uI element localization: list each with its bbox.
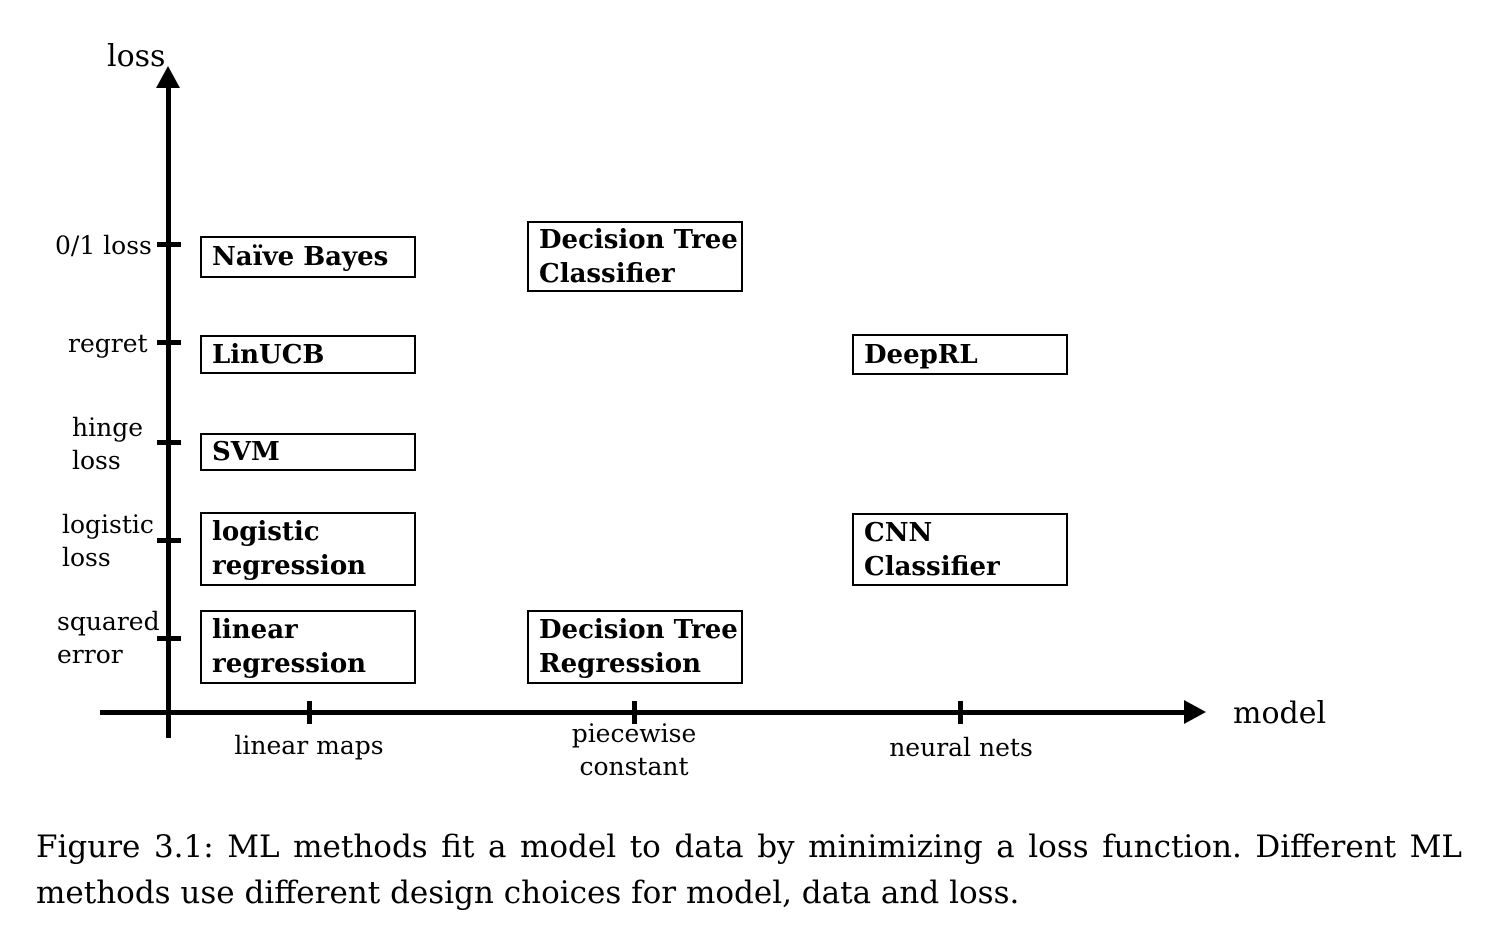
y-tick-label-hinge-loss: hinge loss: [72, 411, 143, 477]
tick-label-line: hinge: [72, 413, 143, 442]
x-tick-mark: [307, 701, 312, 724]
tick-label-line: piecewise: [571, 719, 697, 748]
method-box-label-line: Naïve Bayes: [212, 242, 389, 272]
method-box-label-line: SVM: [212, 437, 280, 467]
tick-label-line: 0/1 loss: [55, 231, 152, 260]
y-axis-title: loss: [107, 39, 166, 74]
y-tick-mark: [157, 242, 181, 247]
tick-label-line: logistic: [62, 510, 154, 539]
method-box-label-line: regression: [212, 649, 367, 679]
figure-caption: Figure 3.1: ML methods fit a model to da…: [36, 824, 1462, 916]
method-box-label-line: Decision Tree: [539, 224, 738, 255]
y-tick-label-01-loss: 0/1 loss: [55, 229, 152, 262]
y-tick-mark: [157, 636, 181, 641]
tick-label-line: constant: [579, 752, 689, 781]
figure-caption-line: methods use different design choices for…: [36, 875, 1020, 911]
tick-label-line: error: [57, 640, 123, 669]
method-box-naive-bayes: Naïve Bayes: [200, 236, 416, 278]
method-box-label-line: Classifier: [864, 551, 1000, 582]
method-box-label-line: linear: [212, 615, 298, 645]
method-box-label-line: Regression: [539, 649, 701, 679]
method-box-linear-regression: linear regression: [200, 610, 416, 684]
y-tick-label-squared-error: squared error: [57, 605, 160, 671]
tick-label-line: regret: [68, 329, 148, 358]
y-tick-mark: [157, 538, 181, 543]
x-tick-label-linear-maps: linear maps: [159, 729, 459, 762]
tick-label-line: loss: [72, 446, 121, 475]
y-tick-mark: [157, 440, 181, 445]
method-box-linucb: LinUCB: [200, 335, 416, 374]
method-box-label-line: CNN: [864, 517, 933, 548]
method-box-label-line: logistic: [212, 517, 320, 547]
x-axis-title: model: [1233, 696, 1327, 731]
tick-label-line: loss: [62, 543, 111, 572]
method-box-decision-tree-regression: Decision Tree Regression: [527, 610, 743, 684]
method-box-label-line: LinUCB: [212, 339, 325, 370]
x-tick-mark: [632, 701, 637, 724]
x-tick-label-piecewise-constant: piecewise constant: [484, 717, 784, 783]
y-tick-label-logistic-loss: logistic loss: [62, 508, 154, 574]
y-axis-arrowhead-icon: [156, 66, 180, 88]
method-box-label-line: Decision Tree: [539, 615, 738, 645]
y-tick-label-regret: regret: [68, 327, 148, 360]
method-box-label-line: regression: [212, 551, 367, 581]
tick-label-line: linear maps: [234, 731, 384, 760]
figure-caption-line: Figure 3.1: ML methods fit a model to da…: [36, 829, 1462, 865]
method-box-deeprl: DeepRL: [852, 334, 1068, 375]
method-box-svm: SVM: [200, 433, 416, 471]
method-box-cnn-classifier: CNN Classifier: [852, 513, 1068, 586]
y-axis: [166, 78, 171, 738]
method-box-logistic-regression: logistic regression: [200, 512, 416, 586]
method-box-label-line: DeepRL: [864, 339, 978, 370]
x-tick-label-neural-nets: neural nets: [811, 731, 1111, 764]
y-tick-mark: [157, 340, 181, 345]
loss-vs-model-plot: loss model 0/1 loss regret hinge loss lo…: [55, 39, 1327, 783]
tick-label-line: neural nets: [889, 733, 1033, 762]
x-tick-mark: [958, 701, 963, 724]
x-axis: [100, 710, 1192, 715]
method-box-decision-tree-classifier: Decision Tree Classifier: [527, 221, 743, 292]
tick-label-line: squared: [57, 607, 160, 636]
method-box-label-line: Classifier: [539, 258, 675, 289]
x-axis-arrowhead-icon: [1184, 700, 1206, 724]
